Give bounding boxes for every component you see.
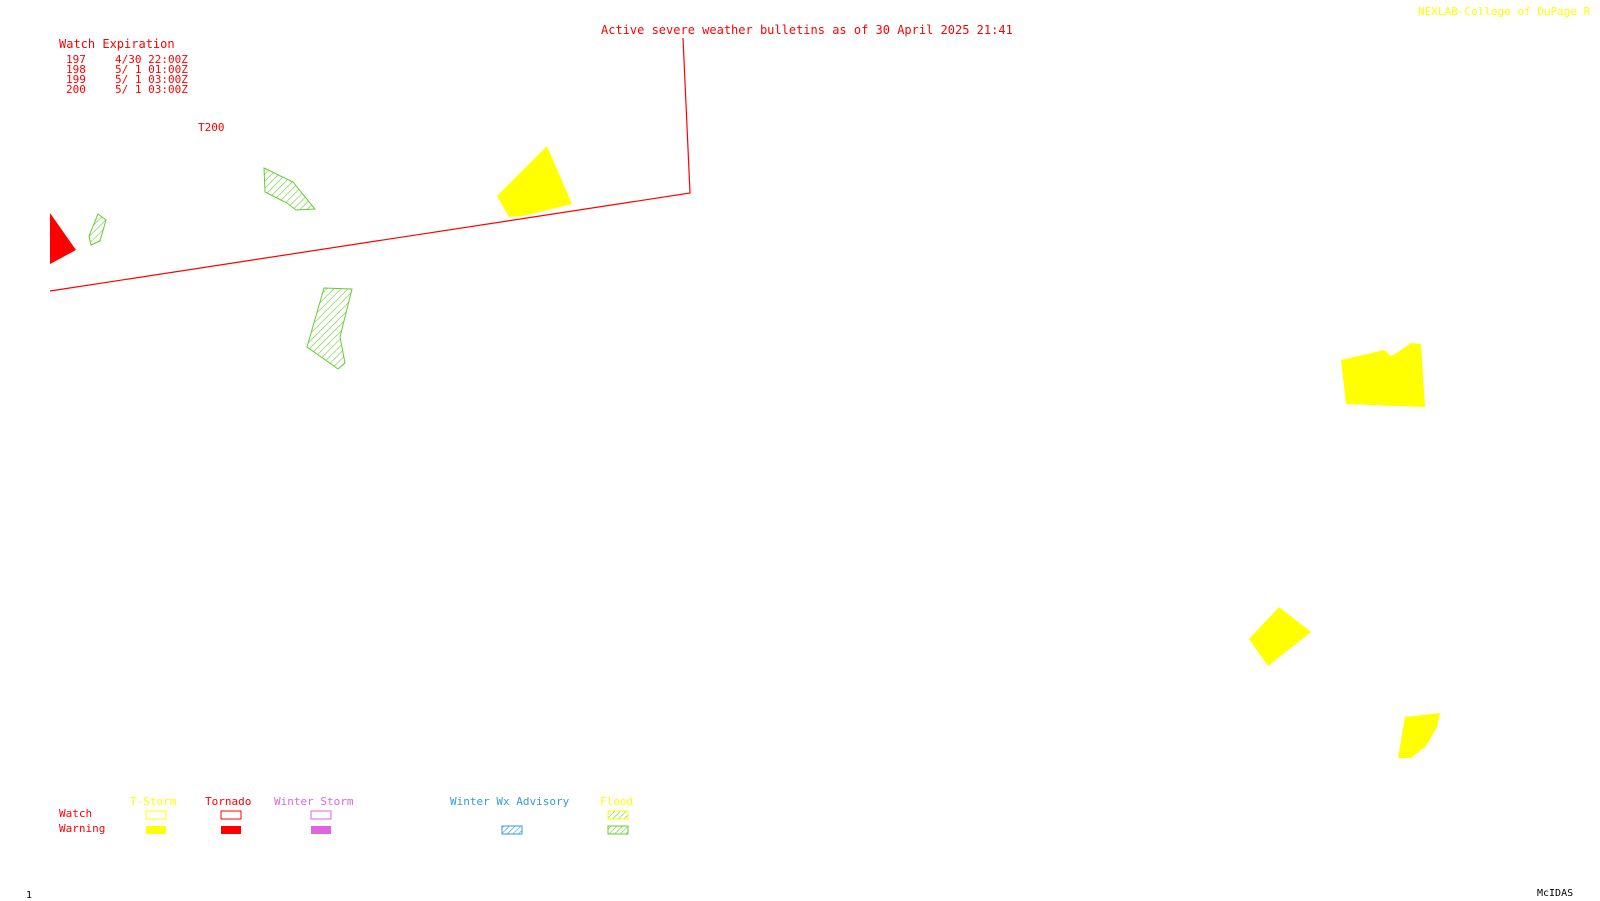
watch-label: T200 <box>198 121 225 134</box>
flood-warning-polygon <box>263 167 317 211</box>
legend-column-label: Flood <box>600 795 634 808</box>
watch-id: 198 <box>66 63 86 76</box>
bulletin-title: Active severe weather bulletins as of 30… <box>601 23 1013 37</box>
watch-id: 199 <box>66 73 86 86</box>
legend-column-label: Winter Wx Advisory <box>450 795 570 808</box>
flood-warning-polygon <box>306 287 353 370</box>
legend-column-label: T-Storm <box>130 795 177 808</box>
legend-tornado-warning-swatch <box>221 826 241 834</box>
watch-id: 197 <box>66 53 86 66</box>
legend-tstorm-watch-swatch <box>145 810 167 820</box>
watch-expires: 5/ 1 03:00Z <box>115 73 188 86</box>
flood-warning-polygon <box>88 213 107 246</box>
legend-column-label: Winter Storm <box>274 795 354 808</box>
legend-winter-storm-watch-swatch <box>310 810 332 820</box>
watch-expires: 5/ 1 01:00Z <box>115 63 188 76</box>
watch-expires: 4/30 22:00Z <box>115 53 188 66</box>
tstorm-warning-polygon <box>1341 343 1425 407</box>
legend-row-label-warning: Warning <box>59 822 106 835</box>
legend-winter-storm-warning-swatch <box>311 826 331 834</box>
legend-tornado-watch-swatch <box>220 810 242 820</box>
frame-number: 1 <box>26 890 33 901</box>
tstorm-warning-polygon <box>1398 713 1440 758</box>
watch-expires: 5/ 1 03:00Z <box>115 83 188 96</box>
legend-tstorm-warning-swatch <box>146 826 166 834</box>
software-label: McIDAS <box>1537 888 1574 899</box>
legend-row-label-watch: Watch <box>59 807 93 820</box>
legend-flood-watch-swatch <box>607 810 629 820</box>
credit-text: NEXLAB-College of DuPage R <box>1418 5 1591 18</box>
legend-column-label: Tornado <box>205 795 252 808</box>
legend-winter-adv-warning-swatch <box>501 825 523 835</box>
tstorm-warning-polygon <box>1249 607 1311 666</box>
watch-table-heading: Watch Expiration <box>59 37 175 51</box>
legend-flood-warning-swatch <box>607 825 629 835</box>
tornado-warning-polygon <box>50 213 76 264</box>
tornado-watch-outline <box>49 37 691 292</box>
tstorm-warning-polygon <box>497 146 572 217</box>
watch-id: 200 <box>66 83 86 96</box>
